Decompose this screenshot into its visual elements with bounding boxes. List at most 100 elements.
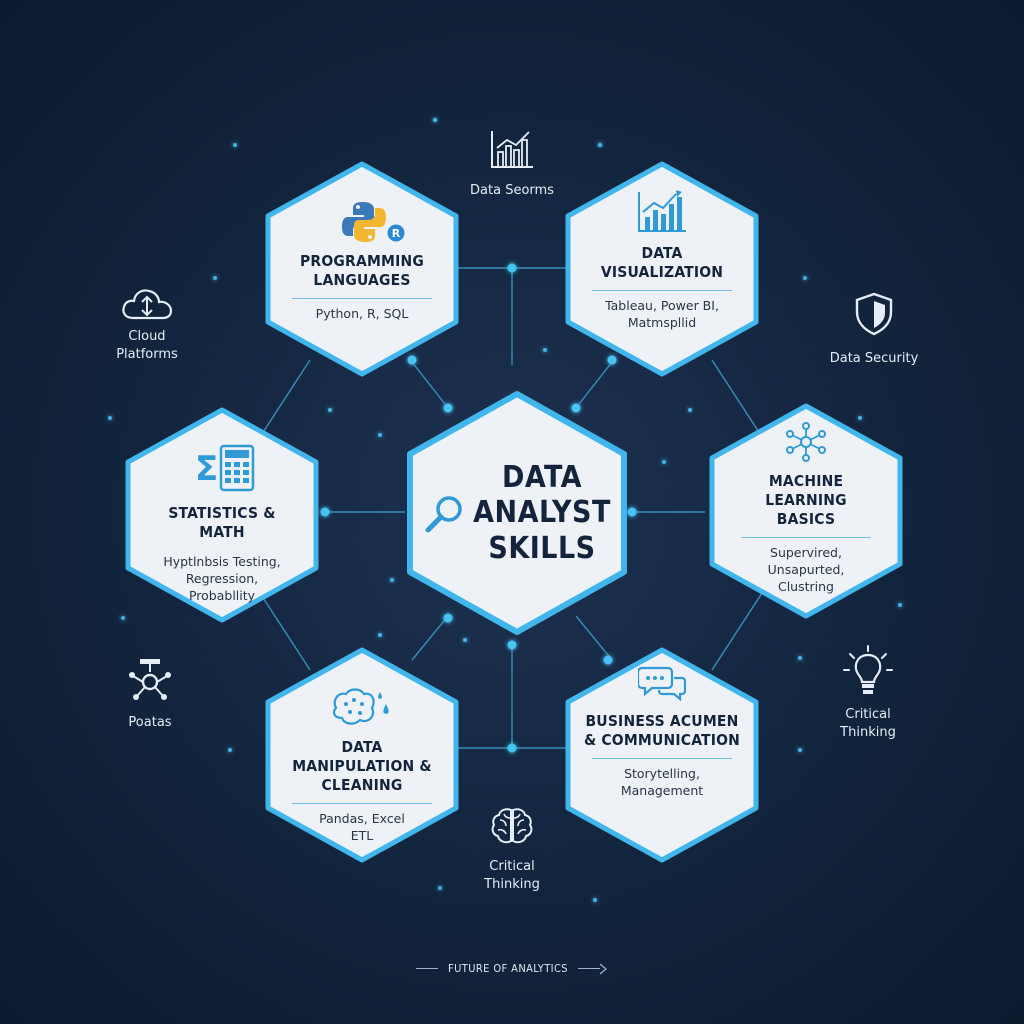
sparkle-dot: [463, 638, 467, 642]
node-data-visualization[interactable]: DATA VISUALIZATION Tableau, Power BI, Ma…: [560, 158, 764, 380]
node-title: MACHINE LEARNING BASICS: [765, 472, 847, 528]
sparkle-dot: [798, 656, 802, 660]
divider: [741, 536, 871, 539]
connector-dot: [320, 507, 330, 517]
divider: [592, 757, 732, 760]
sparkle-dot: [438, 886, 442, 890]
sparkle-dot: [543, 348, 547, 352]
connector-ml-bus: [711, 589, 765, 671]
sparkle-dot: [898, 603, 902, 607]
connector-prog-center: [411, 361, 449, 409]
chat-bubbles-icon: [636, 664, 687, 706]
sparkle-dot: [798, 748, 802, 752]
sparkle-dot: [390, 578, 394, 582]
node-description: Python, R, SQL: [315, 306, 409, 322]
node-title: STATISTICS & MATH: [168, 504, 276, 541]
floating-label: Cloud Platforms: [116, 329, 178, 362]
center-title-line-1: DATA: [502, 459, 582, 495]
chevron-right-icon: [599, 963, 607, 974]
floating-critical-thinking-right: Critical Thinking: [820, 644, 916, 741]
node-business-acumen-communication[interactable]: BUSINESS ACUMEN & COMMUNICATION Storytel…: [560, 644, 764, 866]
floating-critical-thinking-bottom: Critical Thinking: [460, 806, 564, 893]
sparkle-dot: [328, 408, 332, 412]
node-description: Pandas, Excel ETL: [319, 811, 405, 844]
lightbulb-icon: [842, 644, 894, 702]
floating-poatas: Poatas: [110, 656, 190, 732]
sparkle-dot: [803, 276, 807, 280]
floating-label: Critical Thinking: [840, 707, 896, 740]
sparkle-dot: [858, 416, 862, 420]
center-title-line-3: SKILLS: [488, 530, 596, 566]
node-data-manipulation-cleaning[interactable]: DATA MANIPULATION & CLEANING Pandas, Exc…: [260, 644, 464, 866]
node-machine-learning-basics[interactable]: MACHINE LEARNING BASICS Supervired, Unsa…: [704, 400, 908, 622]
node-description: Hyptlnbsis Testing, Regression, Probabll…: [163, 553, 281, 603]
footer: FUTURE OF ANALYTICS: [0, 962, 1024, 975]
svg-text:Σ: Σ: [195, 449, 218, 489]
bar-chart-icon: [489, 128, 535, 174]
sparkle-dot: [108, 416, 112, 420]
sparkle-dot: [593, 898, 597, 902]
r-logo-icon: R: [387, 224, 405, 242]
floating-label: Data Seorms: [470, 183, 554, 198]
connector-viz-ml: [711, 359, 765, 441]
floating-label: Critical Thinking: [484, 859, 540, 892]
calculator-icon: Σ: [185, 444, 259, 496]
node-title: DATA MANIPULATION & CLEANING: [292, 738, 432, 794]
sparkle-dot: [213, 276, 217, 280]
divider: [292, 297, 432, 300]
connector-dot: [603, 655, 613, 665]
sparkle-dot: [432, 117, 438, 123]
sparkle-dot: [378, 633, 382, 637]
floating-label: Poatas: [128, 715, 172, 730]
connector-dot: [571, 403, 581, 413]
sparkle-dot: [688, 408, 692, 412]
sparkle-dot: [378, 433, 382, 437]
sparkle-dot: [233, 143, 237, 147]
connector-bus-center: [575, 615, 613, 661]
magnifier-icon: [423, 493, 467, 541]
sparkle-dot: [597, 142, 603, 148]
connector-dot: [627, 507, 637, 517]
svg-text:R: R: [392, 227, 401, 240]
brain-icon: [490, 806, 534, 850]
sparkle-dot: [662, 460, 666, 464]
sparkle-dot: [121, 616, 125, 620]
connector-dot: [443, 403, 453, 413]
neural-network-icon: [784, 422, 828, 466]
network-node-icon: [127, 656, 173, 706]
sparkle-dot: [228, 748, 232, 752]
sponge-cleaning-icon: [330, 686, 394, 730]
footer-line-left: [416, 968, 439, 969]
floating-label: Data Security: [829, 351, 919, 366]
node-title: PROGRAMMING LANGUAGES: [299, 252, 425, 289]
connector-dot: [443, 613, 453, 623]
node-title: BUSINESS ACUMEN & COMMUNICATION: [583, 712, 741, 749]
connector-dot: [507, 640, 517, 650]
chart-growth-icon: [636, 188, 688, 238]
connector-dot: [507, 743, 517, 753]
node-description: Supervired, Unsapurted, Clustring: [767, 545, 845, 594]
connector-dot: [507, 263, 517, 273]
node-description: Tableau, Power BI, Matmspllid: [605, 298, 719, 331]
node-description: Storytelling, Management: [620, 766, 704, 799]
node-programming-languages[interactable]: R PROGRAMMING LANGUAGES Python, R, SQL: [260, 158, 464, 380]
center-title-line-2: ANALYST: [473, 495, 611, 531]
footer-line-right: [577, 968, 600, 969]
divider: [292, 802, 432, 805]
connector-stats-manip: [257, 589, 311, 671]
node-title: DATA VISUALIZATION: [600, 244, 724, 281]
connector-viz-center: [575, 361, 613, 409]
footer-label: FUTURE OF ANALYTICS: [448, 962, 568, 975]
floating-cloud-platforms: Cloud Platforms: [92, 284, 202, 363]
shield-icon: [854, 292, 894, 340]
node-statistics-math[interactable]: Σ STATISTICS & MATH Hyptlnbsis Testing, …: [120, 404, 324, 626]
connector-manip-center: [411, 615, 449, 661]
cloud-icon: [119, 284, 175, 328]
python-logo-icon: R: [317, 200, 407, 244]
divider: [592, 289, 732, 292]
node-center-data-analyst-skills[interactable]: DATA ANALYST SKILLS: [402, 388, 632, 638]
floating-data-streams: Data Seorms: [452, 128, 572, 200]
connector-dot: [607, 355, 617, 365]
